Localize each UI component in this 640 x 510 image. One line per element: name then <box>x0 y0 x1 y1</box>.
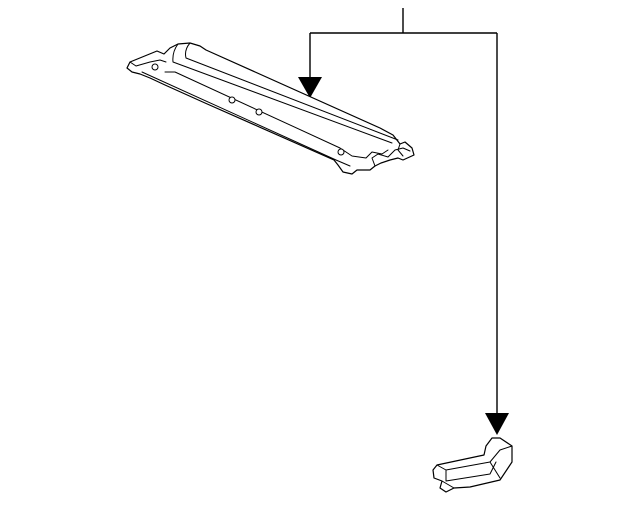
crossmember-flange-inner <box>164 71 389 159</box>
long-crossmember-bracket <box>126 42 415 175</box>
end-bracket-fold <box>445 461 497 482</box>
mounting-hole-2 <box>228 96 236 104</box>
crossmember-body <box>126 42 415 175</box>
end-bracket-lower-lip <box>441 480 455 489</box>
mounting-hole-3 <box>255 108 263 116</box>
crossmember-tube-top <box>185 42 399 141</box>
arrowhead-right <box>485 413 509 435</box>
mounting-hole-1 <box>151 63 159 71</box>
end-bracket-side <box>489 461 501 479</box>
crossmember-right-tab <box>371 147 411 167</box>
small-end-bracket <box>432 437 513 493</box>
crossmember-flange-edge <box>141 71 351 167</box>
crossmember-right-notch <box>397 143 404 157</box>
crossmember-tube-ridge <box>172 43 393 144</box>
crossmember-left-tab <box>129 59 167 67</box>
arrowhead-left <box>298 77 322 98</box>
mounting-hole-4 <box>337 148 345 156</box>
callout-leader-group <box>298 8 509 435</box>
